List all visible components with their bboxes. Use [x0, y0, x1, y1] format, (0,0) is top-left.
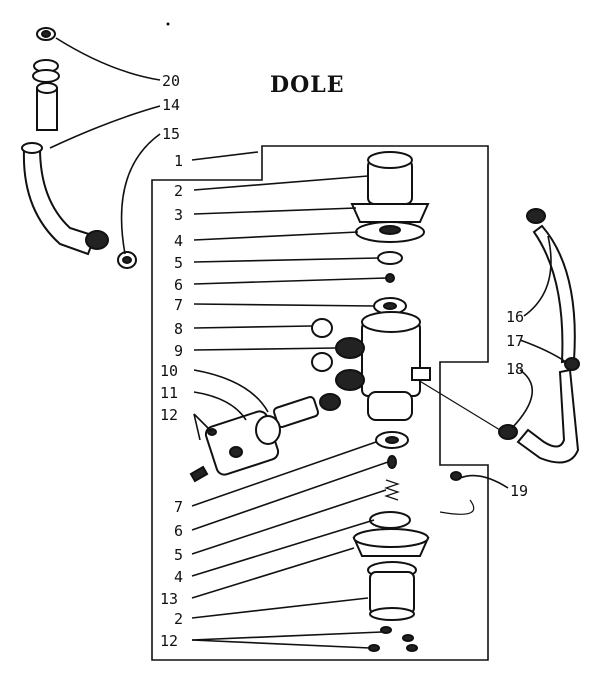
callout-2-upper: 2 [174, 182, 183, 200]
lower-washers [375, 431, 409, 501]
callout-1: 1 [174, 152, 183, 170]
callout-12-upper: 12 [160, 406, 178, 424]
callout-13: 13 [160, 590, 178, 608]
diagram-title: DOLE [270, 72, 344, 98]
callout-2-lower: 2 [174, 610, 183, 628]
callout-5-lower: 5 [174, 546, 183, 564]
right-hose-assembly [450, 208, 580, 481]
left-hose-assembly [21, 27, 137, 269]
lower-pump-cover [352, 511, 430, 621]
speck-dot [166, 22, 170, 26]
callout-6-lower: 6 [174, 522, 183, 540]
callout-10: 10 [160, 362, 178, 380]
callout-14: 14 [162, 96, 180, 114]
callout-17: 17 [506, 332, 524, 350]
bottom-screws [368, 626, 418, 652]
callout-9: 9 [174, 342, 183, 360]
callout-18: 18 [506, 360, 524, 378]
valve-body [311, 311, 431, 421]
callout-4-upper: 4 [174, 232, 183, 250]
callout-11: 11 [160, 384, 178, 402]
callout-5-upper: 5 [174, 254, 183, 272]
callout-3: 3 [174, 206, 183, 224]
callout-16: 16 [506, 308, 524, 326]
upper-pump-cover [350, 151, 430, 243]
callout-4-lower: 4 [174, 568, 183, 586]
callout-7-upper: 7 [174, 296, 183, 314]
callout-19: 19 [510, 482, 528, 500]
callout-15: 15 [162, 125, 180, 143]
leader-lines [49, 37, 567, 649]
callout-8: 8 [174, 320, 183, 338]
callout-6-upper: 6 [174, 276, 183, 294]
callout-7-lower: 7 [174, 498, 183, 516]
part-1-outline [151, 145, 489, 661]
upper-washers [373, 251, 407, 315]
callout-20: 20 [162, 72, 180, 90]
callout-12-lower: 12 [160, 632, 178, 650]
callout-labels: 20 14 15 1 2 3 4 5 6 7 8 9 10 11 12 7 6 … [160, 72, 528, 650]
